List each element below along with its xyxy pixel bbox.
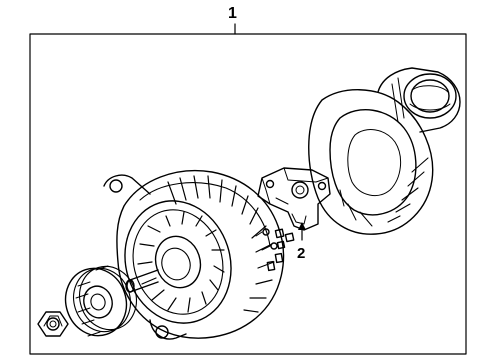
assembly-frame xyxy=(29,33,467,355)
nut-icon xyxy=(37,311,69,337)
pulley-icon xyxy=(64,265,137,337)
callout-1-label: 1 xyxy=(228,5,237,22)
callout-2-arrowhead xyxy=(298,222,306,230)
callout-2-label: 2 xyxy=(297,245,306,262)
alternator-assembly-icon xyxy=(103,169,285,340)
rear-cover-icon xyxy=(308,67,461,235)
